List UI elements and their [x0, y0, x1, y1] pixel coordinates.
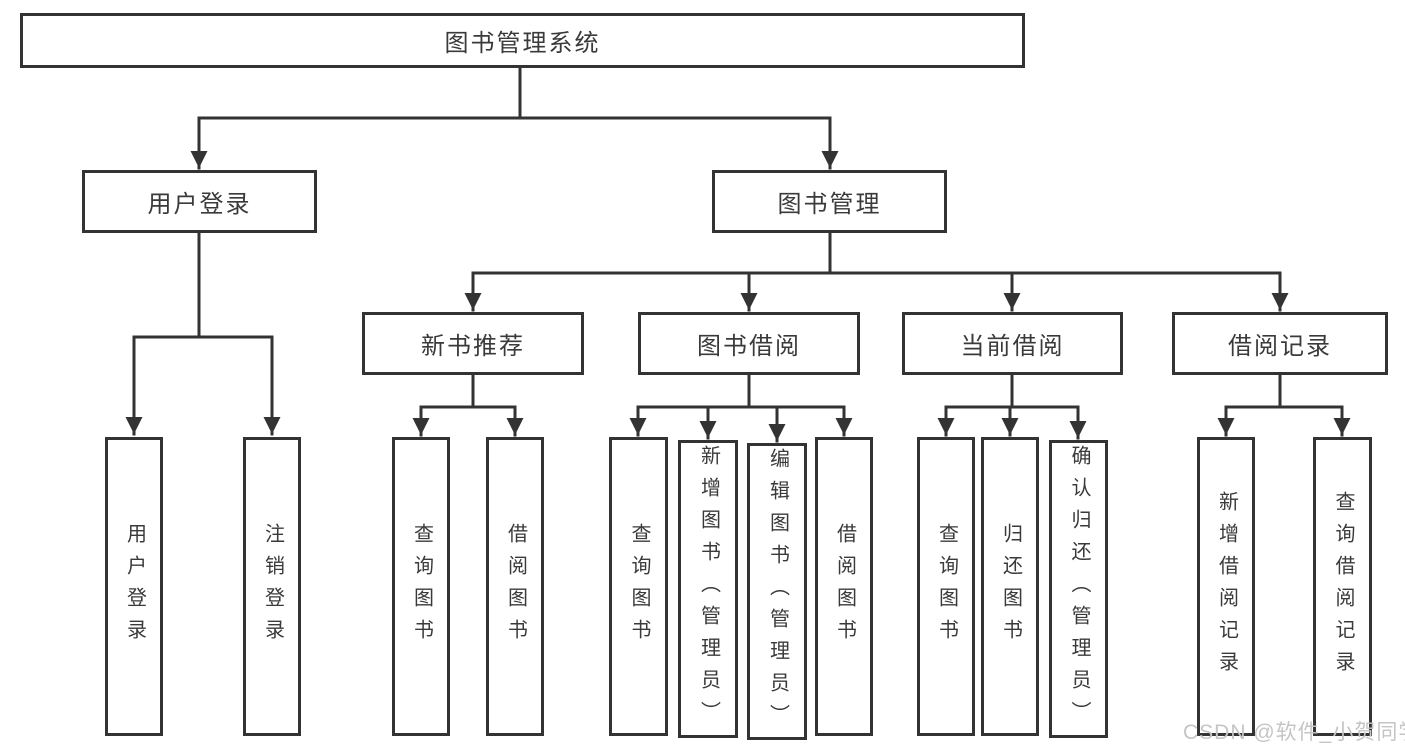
connectors [125, 66, 1351, 443]
node-borrowing-records: 借阅记录 [1172, 312, 1388, 375]
leaf-user-login: 用户登录 [105, 437, 163, 736]
leaf-label: 查询图书 [935, 522, 958, 651]
leaf-query-books-recommend: 查询图书 [392, 437, 450, 736]
node-library-management-system: 图书管理系统 [20, 13, 1025, 68]
csdn-watermark: CSDN @软件_小贺同学 [1183, 721, 1405, 744]
leaf-label: 编辑图书（管理员） [766, 447, 789, 736]
leaf-label: 借阅图书 [504, 522, 527, 651]
leaf-return-book: 归还图书 [981, 437, 1039, 736]
leaf-label: 查询图书 [410, 522, 433, 651]
leaf-borrow-books-recommend: 借阅图书 [486, 437, 544, 736]
node-current-borrowing: 当前借阅 [902, 312, 1123, 375]
leaf-logout: 注销登录 [243, 437, 301, 736]
leaf-label: 新增图书（管理员） [697, 445, 720, 733]
node-book-management: 图书管理 [712, 170, 947, 233]
leaf-label: 新增借阅记录 [1215, 490, 1238, 683]
leaf-label: 归还图书 [999, 522, 1022, 651]
leaf-borrow-books-borrowing: 借阅图书 [815, 437, 873, 736]
node-user-login: 用户登录 [82, 170, 317, 233]
leaf-label: 确认归还（管理员） [1068, 445, 1090, 733]
leaf-add-book-admin: 新增图书（管理员） [678, 440, 738, 738]
node-new-book-recommend: 新书推荐 [362, 312, 584, 375]
leaf-label: 用户登录 [123, 522, 146, 651]
leaf-query-borrow-record: 查询借阅记录 [1313, 437, 1372, 736]
leaf-query-books-current: 查询图书 [917, 437, 975, 736]
leaf-label: 注销登录 [261, 522, 284, 651]
leaf-add-borrow-record: 新增借阅记录 [1197, 437, 1255, 736]
leaf-query-books-borrowing: 查询图书 [609, 437, 668, 736]
leaf-confirm-return-admin: 确认归还（管理员） [1049, 440, 1108, 738]
node-book-borrowing: 图书借阅 [638, 312, 860, 375]
leaf-label: 借阅图书 [833, 522, 856, 651]
leaf-label: 查询借阅记录 [1332, 490, 1354, 683]
leaf-edit-book-admin: 编辑图书（管理员） [747, 443, 807, 740]
leaf-label: 查询图书 [628, 522, 650, 651]
